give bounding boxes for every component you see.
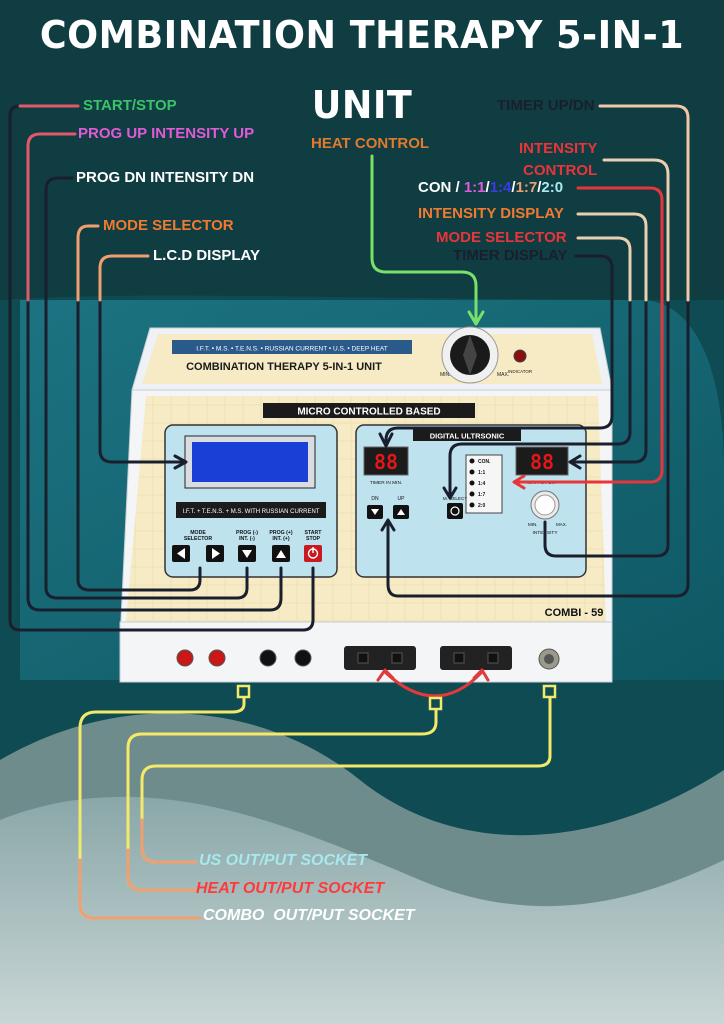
- watts-value: 88: [530, 450, 554, 474]
- black-terminal-2: [294, 649, 312, 667]
- btn-mode-label-1: MODE: [190, 530, 206, 536]
- timer-value: 88: [374, 450, 398, 474]
- btn-int-up-label: PROG (+)INT. (+): [269, 530, 292, 542]
- callout-us-socket: US OUT/PUT SOCKET: [199, 852, 368, 869]
- heat-socket-1: [344, 646, 416, 670]
- mode-led-label: CON.: [478, 459, 491, 465]
- con-slash-2: /: [511, 179, 516, 196]
- btn-int-dn-label: PROG (-)INT. (-): [236, 530, 258, 542]
- dn-label: DN: [371, 496, 379, 502]
- callout-timer-display: TIMER DISPLAY: [453, 247, 568, 264]
- btn-int-up-label-2: INT. (+): [272, 536, 289, 542]
- heat-socket-link: [383, 670, 484, 698]
- ultrasonic-banner: [413, 429, 521, 441]
- device: [119, 326, 613, 683]
- callout-heat-socket: HEAT OUT/PUT SOCKET: [196, 880, 385, 897]
- con-ratio-2: 1:4: [489, 179, 512, 196]
- heat-socket-2: [440, 646, 512, 670]
- mode-led: [469, 491, 475, 497]
- con-ratio-1: 1:1: [463, 179, 486, 196]
- int-min-label: MIN.: [528, 522, 538, 527]
- callout-intensity-control-1: INTENSITY: [519, 140, 598, 157]
- mode-led-label: 1:4: [478, 481, 485, 487]
- red-terminal-1: [176, 649, 194, 667]
- black-terminal-1: [259, 649, 277, 667]
- lcd-caption: I.F.T. + T.E.N.S. + M.S. WITH RUSSIAN CU…: [183, 509, 320, 515]
- mode-led-items: CON. 1:1 1:4 1:7 2:0: [469, 458, 491, 509]
- mode-led: [469, 469, 475, 475]
- callout-lcd-display: L.C.D DISPLAY: [153, 247, 260, 264]
- start-stop-button[interactable]: [304, 545, 322, 562]
- heat-socket-marker: [428, 696, 443, 711]
- micro-banner: [263, 403, 475, 418]
- us-socket-marker: [542, 684, 557, 699]
- btn-start-label-2: STOP: [306, 536, 321, 542]
- indicator-label: INDICATOR: [508, 369, 533, 374]
- combo-socket-marker: [236, 684, 251, 699]
- con-slash-1: /: [485, 179, 490, 196]
- con-prefix: CON /: [418, 179, 464, 196]
- callout-con-ratios: CON / 1:1/1:4/1:7/2:0: [418, 179, 563, 196]
- btn-mode-label-2: SELECTOR: [184, 536, 212, 542]
- line-heat-control: [370, 154, 478, 324]
- con-ratio-3: 1:7: [515, 179, 538, 196]
- mode-led: [469, 502, 475, 508]
- m-select-label: M. SELECT: [443, 496, 467, 501]
- btn-int-dn-label-2: INT. (-): [239, 536, 255, 542]
- btn-int-up-label-1: PROG (+): [269, 530, 292, 536]
- int-max-label: MAX.: [556, 522, 567, 527]
- mode-led: [469, 458, 475, 464]
- callout-intensity-display: INTENSITY DISPLAY: [418, 205, 564, 222]
- line-timer-display: [384, 254, 614, 444]
- page-title: COMBINATION THERAPY 5-IN-1 UNIT: [39, 13, 685, 127]
- model-label: COMBI - 59: [545, 607, 604, 619]
- up-label: UP: [398, 496, 406, 502]
- mode-led: [469, 480, 475, 486]
- timer-caption: TIMER IN MIN.: [370, 480, 403, 486]
- intensity-knob[interactable]: [534, 494, 556, 516]
- intensity-display: [515, 446, 569, 476]
- callout-timer-updn: TIMER UP/DN: [497, 97, 595, 114]
- line-con-ratios: [514, 186, 664, 484]
- callout-combo-socket: COMBO OUT/PUT SOCKET: [203, 907, 415, 924]
- indicator-lamp: [513, 349, 527, 363]
- knob-min-label: MIN.: [440, 372, 451, 378]
- callout-mode-selector-left: MODE SELECTOR: [103, 217, 234, 234]
- con-slash-3: /: [537, 179, 542, 196]
- callout-mode-selector-right: MODE SELECTOR: [436, 229, 567, 246]
- callout-start-stop: START/STOP: [83, 97, 177, 114]
- knob-max-label: MAX.: [497, 372, 509, 378]
- red-terminal-2: [208, 649, 226, 667]
- callout-prog-dn: PROG DN INTENSITY DN: [76, 169, 255, 186]
- device-banner-text: I.F.T. • M.S. • T.E.N.S. • RUSSIAN CURRE…: [196, 346, 388, 353]
- mode-led-label: 1:1: [478, 470, 485, 476]
- con-ratio-4: 2:0: [541, 179, 564, 196]
- btn-start-label-1: START: [305, 530, 323, 536]
- mode-led-label: 1:7: [478, 492, 485, 498]
- lcd-screen: [192, 442, 308, 482]
- ultrasonic-banner-text: DIGITAL ULTRSONIC: [430, 432, 505, 441]
- lcd-caption-plate: [176, 502, 326, 518]
- callout-heat-control: HEAT CONTROL: [311, 135, 430, 152]
- micro-banner-text: MICRO CONTROLLED BASED: [297, 407, 440, 418]
- device-name: COMBINATION THERAPY 5-IN-1 UNIT: [186, 361, 382, 373]
- callout-intensity-control-2: CONTROL: [523, 162, 598, 179]
- btn-int-dn-label-1: PROG (-): [236, 530, 258, 536]
- callout-lines: [8, 104, 690, 920]
- line-start-stop: [8, 104, 315, 632]
- mode-led-label: 2:0: [478, 503, 485, 509]
- m-select-button[interactable]: [447, 503, 463, 519]
- device-banner: [172, 340, 412, 354]
- bg-wave-front: [0, 796, 724, 1024]
- callout-prog-up: PROG UP INTENSITY UP: [78, 125, 255, 142]
- line-prog-dn: [44, 176, 249, 600]
